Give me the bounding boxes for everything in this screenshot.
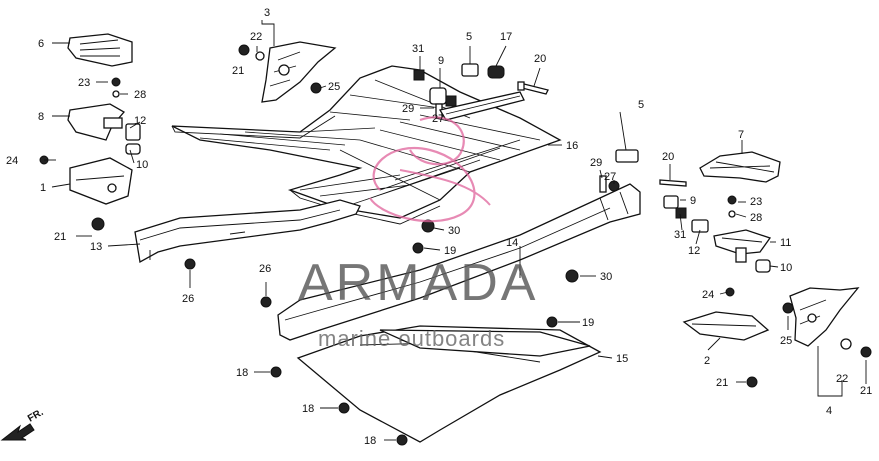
callout-11: 11 [780, 237, 791, 249]
callout-10b: 10 [780, 262, 792, 274]
callout-7: 7 [738, 129, 744, 141]
callout-21b: 21 [54, 231, 66, 243]
callout-9b: 9 [690, 195, 696, 207]
frame-rail-right-part [277, 183, 641, 341]
cover-6-part [67, 33, 133, 67]
callout-3: 3 [264, 7, 270, 19]
callout-29b: 29 [590, 157, 602, 169]
bracket-8-part [67, 103, 126, 141]
callout-16: 16 [566, 140, 578, 152]
watermark-tagline: marine outboards [318, 326, 505, 351]
callout-22b: 22 [836, 373, 848, 385]
callout-28b: 28 [750, 212, 762, 224]
callout-19b: 19 [582, 317, 594, 329]
callout-28: 28 [134, 89, 146, 101]
callout-numbers: 6 3 22 21 25 23 28 8 12 10 24 1 21 13 26… [6, 7, 872, 447]
callout-20b: 20 [662, 151, 674, 163]
callout-18b: 18 [302, 403, 314, 415]
callout-24b: 24 [702, 289, 714, 301]
callout-31: 31 [412, 43, 424, 55]
callout-23: 23 [78, 77, 90, 89]
callout-20: 20 [534, 53, 546, 65]
callout-22: 22 [250, 31, 262, 43]
callout-23b: 23 [750, 196, 762, 208]
callout-9: 9 [438, 55, 444, 67]
callout-18: 18 [236, 367, 248, 379]
cover-2-part [682, 311, 770, 341]
frame-rail-left-part [134, 199, 361, 264]
cover-7-part [699, 151, 781, 183]
direction-label: FR. [26, 407, 46, 425]
callout-13: 13 [90, 241, 102, 253]
callout-27b: 27 [604, 171, 616, 183]
callout-26: 26 [182, 293, 194, 305]
watermark-brand: ARMADA [298, 254, 538, 312]
cover-1-part [69, 157, 133, 205]
leader-lines [44, 20, 867, 441]
callout-30b: 30 [600, 271, 612, 283]
callout-31b: 31 [674, 229, 686, 241]
under-cover-part [296, 325, 602, 443]
callout-21c: 21 [716, 377, 728, 389]
callout-10: 10 [136, 159, 148, 171]
callout-25b: 25 [780, 335, 792, 347]
floor-mat-part [171, 65, 562, 225]
bracket-11-part [713, 229, 772, 263]
callout-30: 30 [448, 225, 460, 237]
fasteners [39, 44, 872, 446]
callout-6: 6 [38, 38, 44, 50]
callout-29: 29 [402, 103, 414, 115]
callout-14: 14 [506, 237, 518, 249]
callout-25: 25 [328, 81, 340, 93]
callout-12: 12 [134, 115, 146, 127]
callout-12b: 12 [688, 245, 700, 257]
callout-5b: 5 [638, 99, 644, 111]
front-direction-arrow-icon: FR. [0, 407, 46, 441]
callout-24: 24 [6, 155, 18, 167]
callout-8: 8 [38, 111, 44, 123]
callout-18c: 18 [364, 435, 376, 447]
callout-26b: 26 [259, 263, 271, 275]
cover-4-part [789, 287, 860, 347]
callout-17: 17 [500, 31, 512, 43]
armada-logo-mark [369, 116, 491, 223]
cover-3-part [261, 41, 337, 103]
callout-19: 19 [444, 245, 456, 257]
callout-21d: 21 [860, 385, 872, 397]
callout-2: 2 [704, 355, 710, 367]
callout-15: 15 [616, 353, 628, 365]
callout-27: 27 [432, 113, 444, 125]
callout-4: 4 [826, 405, 832, 417]
callout-5: 5 [466, 31, 472, 43]
callout-1: 1 [40, 182, 46, 194]
callout-21: 21 [232, 65, 244, 77]
